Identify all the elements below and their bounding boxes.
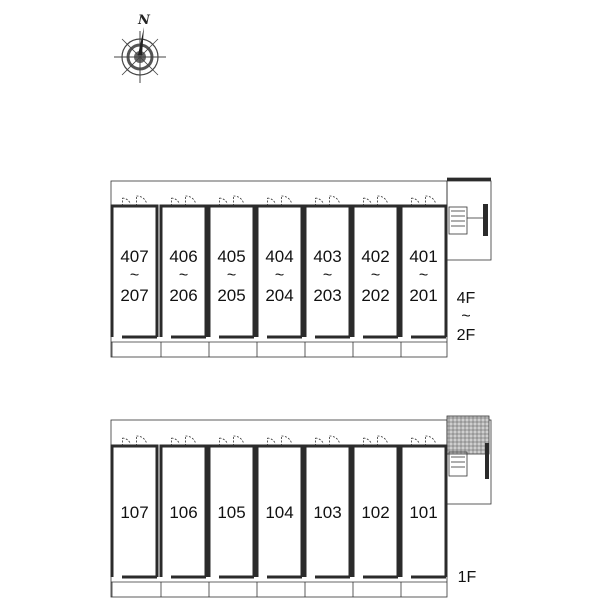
unit-101[interactable]: 101 — [399, 435, 448, 597]
unit-number: 102 — [361, 503, 389, 522]
unit-number-lower: 202 — [361, 286, 389, 305]
unit-range-tilde: ~ — [323, 267, 332, 284]
unit-number: 103 — [313, 503, 341, 522]
unit-number-upper: 405 — [217, 247, 245, 266]
floor-label-2f: 2F — [457, 327, 476, 344]
unit-range-tilde: ~ — [130, 267, 139, 284]
unit-403-203[interactable]: 403~203 — [303, 195, 352, 357]
unit-405-205[interactable]: 405~205 — [207, 195, 256, 357]
unit-104[interactable]: 104 — [255, 435, 304, 597]
unit-number-upper: 401 — [409, 247, 437, 266]
unit-number-upper: 407 — [120, 247, 148, 266]
unit-number: 106 — [169, 503, 197, 522]
unit-range-tilde: ~ — [179, 267, 188, 284]
unit-402-202[interactable]: 402~202 — [351, 195, 400, 357]
unit-number-lower: 204 — [265, 286, 293, 305]
unit-number-lower: 205 — [217, 286, 245, 305]
unit-range-tilde: ~ — [227, 267, 236, 284]
unit-number-upper: 402 — [361, 247, 389, 266]
unit-number-lower: 203 — [313, 286, 341, 305]
unit-number-upper: 406 — [169, 247, 197, 266]
unit-number-lower: 207 — [120, 286, 148, 305]
unit-number: 105 — [217, 503, 245, 522]
floor-label-4f: 4F — [457, 290, 476, 307]
unit-107[interactable]: 107 — [110, 435, 159, 597]
unit-range-tilde: ~ — [275, 267, 284, 284]
compass-rose-icon — [114, 27, 166, 83]
unit-number: 107 — [120, 503, 148, 522]
compass-north-label: N — [137, 13, 151, 28]
unit-103[interactable]: 103 — [303, 435, 352, 597]
unit-404-204[interactable]: 404~204 — [255, 195, 304, 357]
unit-number-lower: 206 — [169, 286, 197, 305]
upper-block: 407~207406~206405~205404~204403~203402~2… — [110, 177, 492, 358]
unit-range-tilde: ~ — [419, 267, 428, 284]
floor-label-1f: 1F — [458, 569, 477, 586]
stair-grid — [446, 415, 490, 455]
unit-105[interactable]: 105 — [207, 435, 256, 597]
unit-407-207[interactable]: 407~207 — [110, 195, 159, 357]
unit-number: 104 — [265, 503, 293, 522]
unit-102[interactable]: 102 — [351, 435, 400, 597]
unit-number: 101 — [409, 503, 437, 522]
unit-range-tilde: ~ — [371, 267, 380, 284]
unit-401-201[interactable]: 401~201 — [399, 195, 448, 357]
lower-block: 107 106 105 104 103 102 101 — [110, 415, 492, 598]
unit-106[interactable]: 106 — [159, 435, 208, 597]
floor-label-tilde: ~ — [461, 308, 470, 325]
unit-number-lower: 201 — [409, 286, 437, 305]
unit-number-upper: 403 — [313, 247, 341, 266]
unit-406-206[interactable]: 406~206 — [159, 195, 208, 357]
unit-number-upper: 404 — [265, 247, 293, 266]
